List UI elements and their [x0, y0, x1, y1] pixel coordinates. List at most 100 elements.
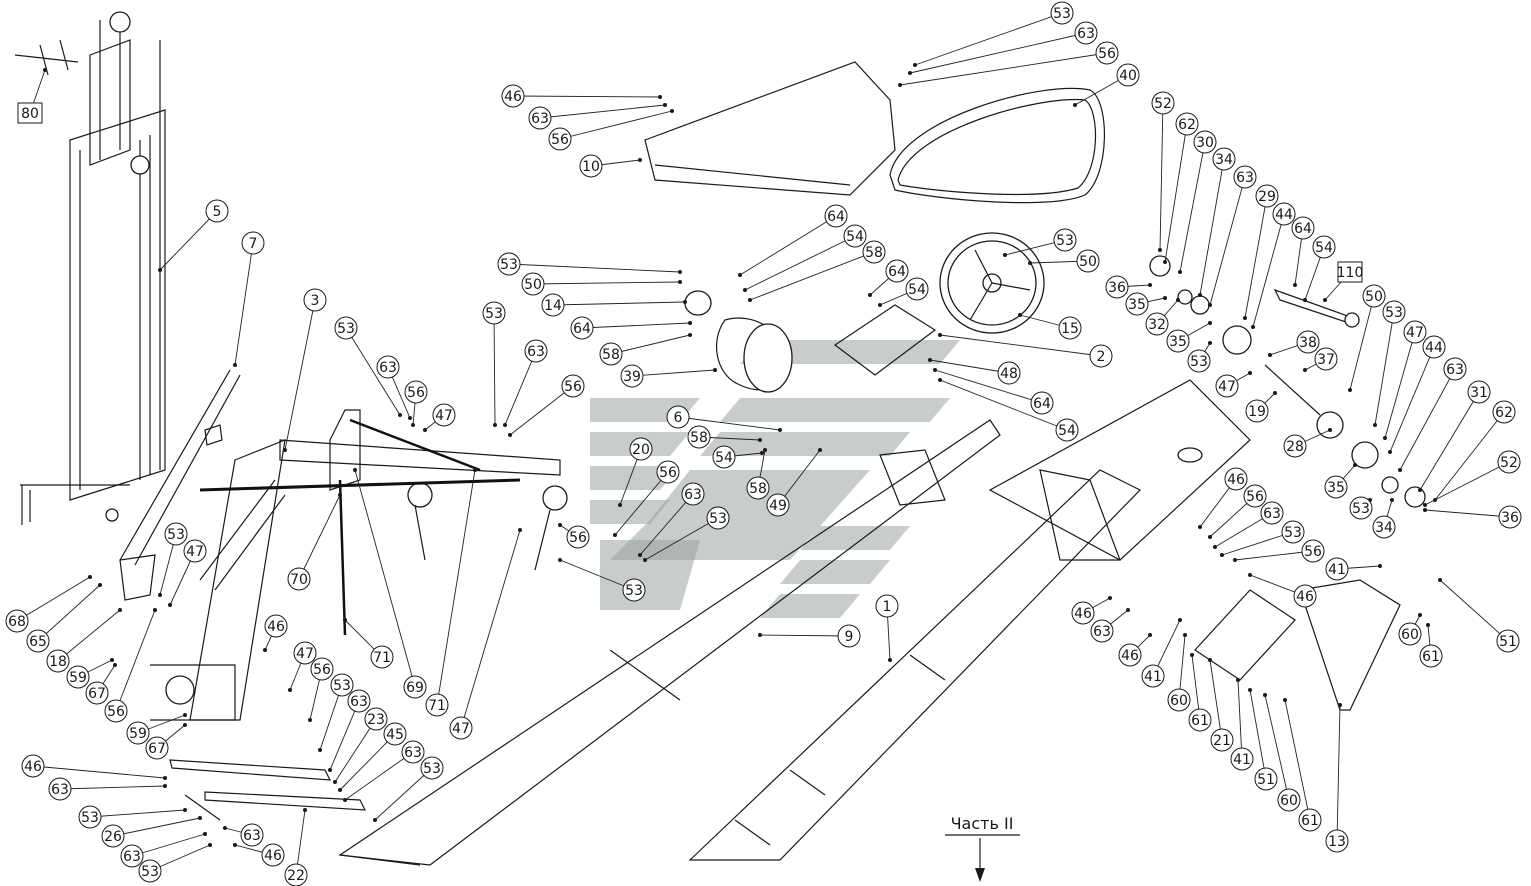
callout-46: 46 — [1224, 467, 1248, 491]
callout-number: 44 — [1275, 207, 1293, 223]
callout-number: 23 — [367, 712, 385, 728]
fastener-mark — [878, 303, 882, 307]
leader-line — [532, 281, 681, 285]
fastener-mark — [1383, 436, 1387, 440]
callout-number: 20 — [632, 442, 650, 458]
watermark-logo — [590, 340, 960, 618]
callout-49: 49 — [766, 493, 790, 517]
leader-line — [1164, 123, 1188, 263]
fastener-mark — [760, 451, 764, 455]
leader-lines — [16, 12, 1511, 876]
callout-marker — [570, 316, 594, 340]
callout-38: 38 — [1296, 330, 1320, 354]
callout-marker — [1212, 147, 1236, 171]
callout-marker — [1498, 505, 1522, 529]
callout-6: 6 — [666, 405, 690, 429]
callout-53: 53 — [497, 252, 521, 276]
callout-44: 44 — [1272, 202, 1296, 226]
fastener-mark — [1388, 450, 1392, 454]
callout-marker — [1187, 349, 1211, 373]
fastener-mark — [898, 83, 902, 87]
callout-53: 53 — [1187, 349, 1211, 373]
fastener-mark — [113, 663, 117, 667]
callout-number: 71 — [373, 650, 391, 666]
fastener-mark — [263, 648, 267, 652]
leader-line — [354, 469, 416, 688]
fastener-mark — [1190, 653, 1194, 657]
fastener-mark — [933, 368, 937, 372]
fastener-mark — [1178, 618, 1182, 622]
fastener-mark — [1073, 103, 1077, 107]
leader-line — [159, 210, 218, 271]
callout-number: 54 — [846, 229, 864, 245]
leader-line — [1439, 579, 1509, 642]
callout-number: 67 — [88, 686, 106, 702]
callout-number: 59 — [69, 670, 87, 686]
callout-44: 44 — [1422, 335, 1446, 359]
fastener-mark — [1248, 573, 1252, 577]
callout-number: 56 — [1246, 489, 1264, 505]
callout-marker — [1090, 619, 1114, 643]
callout-marker — [293, 641, 317, 665]
callout-marker — [101, 824, 125, 848]
fastener-mark — [168, 603, 172, 607]
callout-71: 71 — [425, 693, 449, 717]
fastener-mark — [408, 416, 412, 420]
fastener-mark — [1398, 468, 1402, 472]
fastener-mark — [638, 158, 642, 162]
leader-line — [559, 110, 673, 140]
callout-2: 2 — [1089, 344, 1113, 368]
callout-marker — [620, 364, 644, 388]
callout-3: 3 — [303, 288, 327, 312]
callout-53: 53 — [164, 522, 188, 546]
callout-number: 10 — [582, 159, 600, 175]
callout-marker — [376, 355, 400, 379]
callout-10: 10 — [579, 154, 603, 178]
callout-47: 47 — [293, 641, 317, 665]
callout-53: 53 — [1281, 520, 1305, 544]
drive-components — [684, 232, 1045, 393]
callout-45: 45 — [383, 722, 407, 746]
fastener-mark — [928, 358, 932, 362]
callout-number: 51 — [1257, 772, 1275, 788]
fastener-mark — [818, 448, 822, 452]
callout-marker — [120, 844, 144, 868]
callout-marker — [303, 288, 327, 312]
callout-53: 53 — [1050, 1, 1074, 25]
callout-marker — [656, 460, 680, 484]
callout-number: 56 — [659, 465, 677, 481]
callout-marker — [48, 777, 72, 801]
fastener-mark — [1438, 578, 1442, 582]
callout-54: 54 — [843, 224, 867, 248]
callout-54: 54 — [1055, 418, 1079, 442]
callout-marker — [1325, 557, 1349, 581]
callout-marker — [1055, 418, 1079, 442]
callout-54: 54 — [1312, 235, 1336, 259]
callout-number: 18 — [49, 654, 67, 670]
callout-marker — [383, 722, 407, 746]
callout-63: 63 — [681, 482, 705, 506]
callout-63: 63 — [1233, 165, 1257, 189]
fastener-mark — [1390, 498, 1394, 502]
callout-53: 53 — [622, 578, 646, 602]
fastener-mark — [1423, 503, 1427, 507]
fastener-mark — [1028, 261, 1032, 265]
callout-marker — [1312, 235, 1336, 259]
callout-marker — [1403, 320, 1427, 344]
callout-number: 41 — [1233, 752, 1251, 768]
callout-62: 62 — [1492, 400, 1516, 424]
leader-line — [508, 263, 681, 273]
callout-number: 68 — [8, 614, 26, 630]
leader-line — [939, 379, 1068, 431]
callout-marker — [183, 539, 207, 563]
callout-marker — [561, 374, 585, 398]
fastener-mark — [1183, 633, 1187, 637]
fastener-mark — [518, 528, 522, 532]
fastener-mark — [223, 826, 227, 830]
fastener-mark — [233, 843, 237, 847]
callout-58: 58 — [687, 425, 711, 449]
callout-number: 63 — [404, 745, 422, 761]
callout-marker — [1254, 767, 1278, 791]
callout-number: 34 — [1375, 520, 1393, 536]
callout-64: 64 — [824, 204, 848, 228]
